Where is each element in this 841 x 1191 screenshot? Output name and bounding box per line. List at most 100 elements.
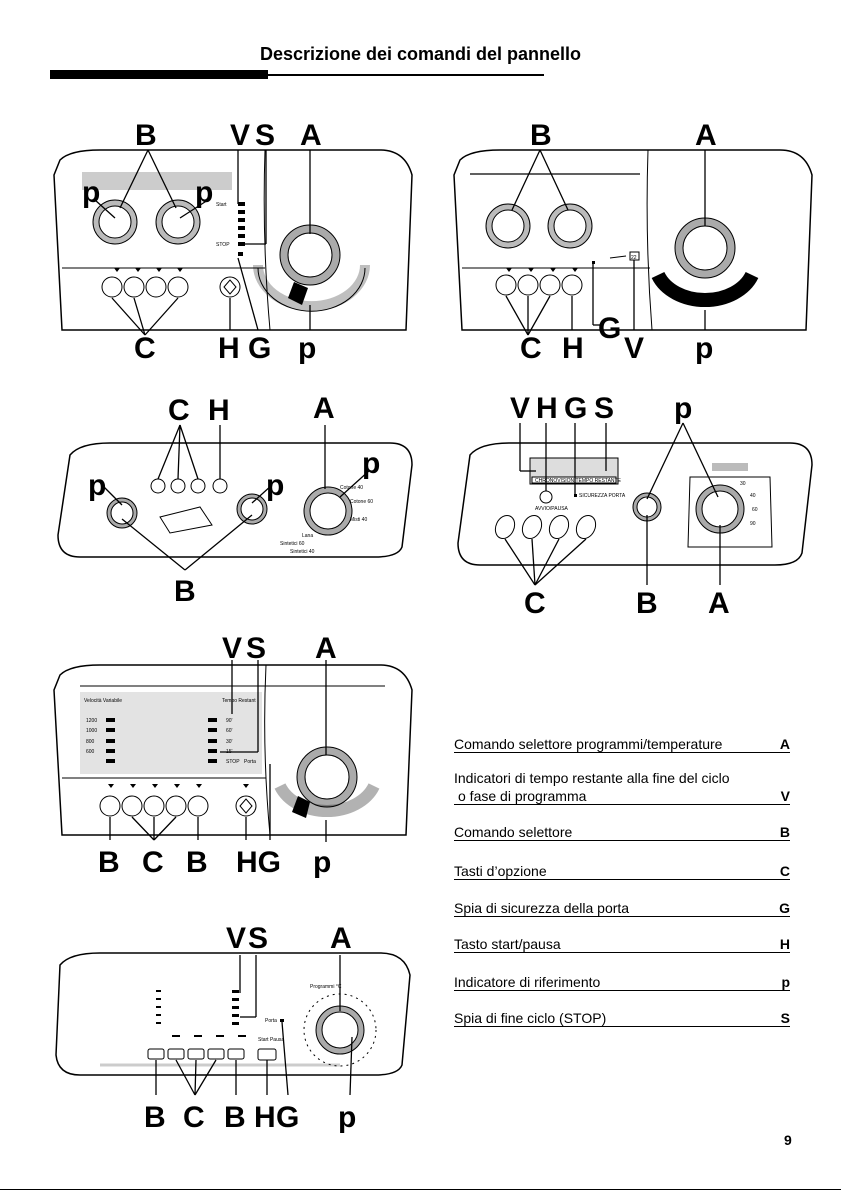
label-p-bottom: p bbox=[695, 332, 713, 365]
dial4-temp-60: 60 bbox=[752, 507, 758, 513]
dial4-temp-30: 30 bbox=[740, 481, 746, 487]
label-b: B bbox=[174, 575, 196, 608]
label-h: H bbox=[218, 332, 240, 365]
label-p: p bbox=[674, 392, 692, 425]
speed-1200: 1200 bbox=[86, 718, 97, 724]
label-b-left: B bbox=[98, 846, 120, 879]
panel-diagram-5: Velocità Variabile 1200 1000 800 600 Tem… bbox=[53, 632, 413, 879]
label-v: V bbox=[222, 632, 242, 665]
dial3-text-4: Sintetici 60 bbox=[280, 541, 305, 547]
label-p-left: p bbox=[88, 469, 106, 502]
door-label: Porta bbox=[244, 759, 256, 765]
dial3-text-1: Cotone 40 bbox=[340, 485, 363, 491]
dial3-text-5: Sintetici 40 bbox=[290, 549, 315, 555]
legend-text: Tasto start/pausa bbox=[454, 936, 561, 952]
legend-text: Tasti d’opzione bbox=[454, 863, 547, 879]
legend-row: Comando selettore B bbox=[454, 824, 790, 841]
bottom-rule bbox=[0, 1189, 841, 1190]
dial3-text-3: Misti 40 bbox=[350, 517, 367, 523]
label-b-right: B bbox=[224, 1101, 246, 1134]
label-s: S bbox=[246, 632, 266, 665]
legend-key: S bbox=[780, 1010, 790, 1026]
panel-diagram-1: Start STOP B V S A p p C H G p bbox=[53, 119, 413, 365]
legend-key: G bbox=[779, 900, 790, 916]
time-30: 30' bbox=[226, 739, 233, 745]
legend-key: p bbox=[781, 974, 790, 990]
label-g: G bbox=[564, 392, 587, 425]
legend-key: B bbox=[779, 824, 790, 840]
dial-number-2: 2 bbox=[702, 299, 706, 306]
label-b-right: B bbox=[186, 846, 208, 879]
time-90: 90' bbox=[226, 718, 233, 724]
label-a: A bbox=[315, 632, 337, 665]
legend-row: o fase di programma V bbox=[454, 788, 790, 805]
time-title: Tempo Restant bbox=[222, 698, 256, 704]
legend-text: Comando selettore bbox=[454, 824, 573, 840]
label-v: V bbox=[624, 332, 644, 365]
title-rule-thick bbox=[50, 70, 268, 79]
dial-number-3: 3 bbox=[714, 299, 718, 306]
label-a: A bbox=[330, 922, 352, 955]
door-label: Porta bbox=[265, 1018, 277, 1024]
label-p-right: p bbox=[195, 176, 213, 209]
legend-text: Spia di sicurezza della porta bbox=[454, 900, 630, 916]
legend-key: C bbox=[779, 863, 790, 879]
speed-600: 600 bbox=[86, 749, 95, 755]
label-h: H bbox=[562, 332, 584, 365]
label-p-bottom: p bbox=[338, 1101, 356, 1134]
legend-row: Spia di sicurezza della porta G bbox=[454, 900, 790, 917]
label-s: S bbox=[255, 119, 275, 152]
label-a: A bbox=[708, 587, 730, 620]
label-c: C bbox=[134, 332, 156, 365]
legend-row: Spia di fine ciclo (STOP) S bbox=[454, 1010, 790, 1027]
label-v: V bbox=[230, 119, 250, 152]
start-pause-label: AVVIO/PAUSA bbox=[535, 506, 569, 512]
door-safety-label: SICUREZZA PORTA bbox=[579, 493, 626, 499]
dial-number-1: 1 bbox=[690, 299, 694, 306]
label-h: H bbox=[208, 394, 230, 427]
indicator-strip: Start STOP bbox=[216, 202, 245, 256]
label-p-left: p bbox=[82, 176, 100, 209]
label-g: G bbox=[248, 332, 271, 365]
label-c: C bbox=[168, 394, 190, 427]
label-a: A bbox=[695, 119, 717, 152]
label-g: G bbox=[598, 312, 621, 345]
legend-row: Indicatori di tempo restante alla fine d… bbox=[454, 770, 790, 786]
label-v: V bbox=[226, 922, 246, 955]
display-readout: 22 bbox=[631, 255, 637, 261]
dial-title: Programmi °C bbox=[310, 984, 342, 990]
speed-1000: 1000 bbox=[86, 728, 97, 734]
indicator-stop: STOP bbox=[216, 242, 230, 248]
label-s: S bbox=[248, 922, 268, 955]
time-60: 60' bbox=[226, 728, 233, 734]
legend-key: V bbox=[780, 788, 790, 804]
dial3-text-2: Cotone 60 bbox=[350, 499, 373, 505]
label-h: H bbox=[536, 392, 558, 425]
speed-800: 800 bbox=[86, 739, 95, 745]
label-c: C bbox=[520, 332, 542, 365]
legend-key: H bbox=[779, 936, 790, 952]
label-g: G bbox=[276, 1101, 299, 1134]
time-stop: STOP bbox=[226, 759, 240, 765]
label-b: B bbox=[530, 119, 552, 152]
dial4-temp-90: 90 bbox=[750, 521, 756, 527]
panel-diagram-4: CHRONOVISION TEMPO RESTANTE AVVIO/PAUSA … bbox=[457, 392, 813, 620]
legend-text: Indicatore di riferimento bbox=[454, 974, 601, 990]
dial4-temp-40: 40 bbox=[750, 493, 756, 499]
page-title: Descrizione dei comandi del pannello bbox=[259, 44, 582, 64]
dial3-text-6: Lana bbox=[302, 533, 313, 539]
panel-diagram-3: Cotone 40 Cotone 60 Misti 40 Sintetici 6… bbox=[57, 392, 413, 608]
panel-diagram-6: Porta Start Pausa Programmi °C V S A B C… bbox=[55, 922, 411, 1134]
legend-row: Indicatore di riferimento p bbox=[454, 974, 790, 991]
page-number: 9 bbox=[784, 1132, 792, 1148]
label-b: B bbox=[636, 587, 658, 620]
legend-text: Indicatori di tempo restante alla fine d… bbox=[454, 770, 730, 786]
start-pause-label: Start Pausa bbox=[258, 1037, 284, 1043]
dial-segment-cotone: Cotone bbox=[692, 279, 715, 286]
label-c: C bbox=[183, 1101, 205, 1134]
legend-row: Comando selettore programmi/temperature … bbox=[454, 736, 790, 753]
label-h: H bbox=[254, 1101, 276, 1134]
label-a: A bbox=[300, 119, 322, 152]
legend-key: A bbox=[779, 736, 790, 752]
indicator-start: Start bbox=[216, 202, 227, 208]
